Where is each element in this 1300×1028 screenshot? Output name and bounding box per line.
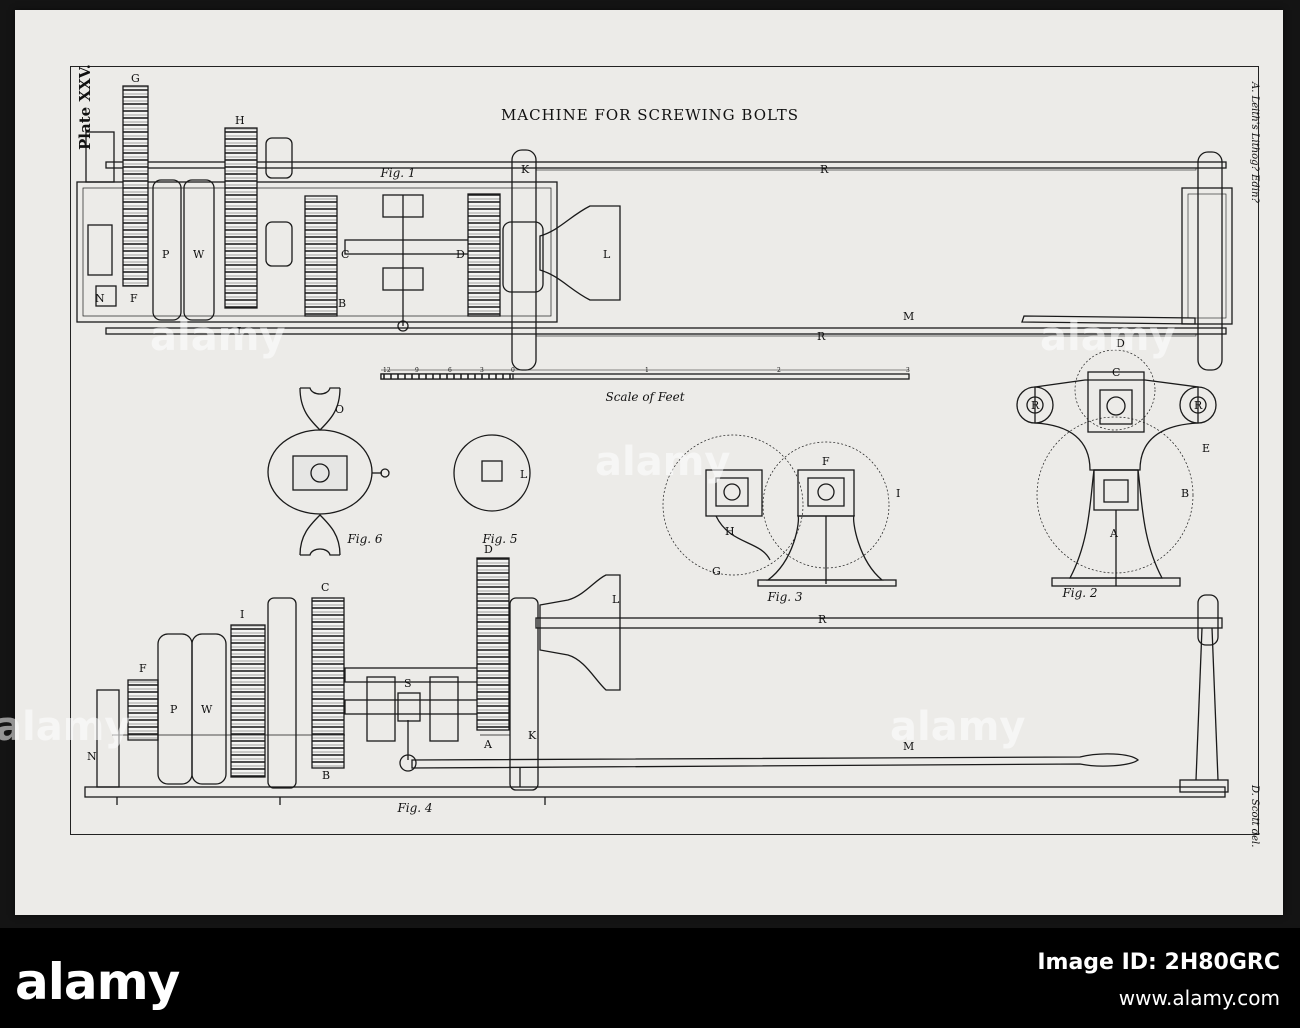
letter-a: A (483, 738, 493, 751)
site-url: www.alamy.com (1118, 986, 1280, 1010)
letter-w: W (193, 248, 205, 261)
letter-r: R (1194, 399, 1203, 412)
scale-tick-label: 9 (415, 367, 419, 374)
letter-r: R (820, 163, 829, 176)
letter-l: L (520, 468, 528, 481)
letter-h: H (235, 114, 245, 127)
letter-a: A (1109, 527, 1119, 540)
letter-f: F (130, 292, 138, 305)
scale-tick-label: 3 (906, 367, 910, 374)
letter-i: I (896, 487, 900, 500)
letter-p: P (162, 248, 170, 261)
letter-e: E (1202, 442, 1210, 455)
fig-2-drawing (1016, 349, 1217, 587)
letter-h: H (725, 525, 735, 538)
letter-f: F (139, 662, 147, 675)
letter-p: P (170, 703, 178, 716)
plate-number: Plate XXV. (76, 64, 94, 150)
letter-i: I (240, 608, 244, 621)
letter-c: C (341, 248, 349, 261)
footer-strip (0, 928, 1300, 1028)
plate-title: MACHINE FOR SCREWING BOLTS (501, 106, 799, 124)
plate-lettering: MACHINE FOR SCREWING BOLTS Plate XXV. A.… (76, 64, 1260, 847)
letter-d: D (1116, 337, 1125, 350)
fig-4-caption: Fig. 4 (396, 801, 432, 815)
fig-1-drawing (76, 85, 1233, 371)
letter-m: M (903, 310, 914, 323)
letter-l: L (603, 248, 611, 261)
fig-4-drawing (84, 557, 1229, 805)
scale-tick-label: 0 (511, 367, 515, 374)
fig-5-caption: Fig. 5 (481, 532, 517, 546)
letter-o: O (335, 403, 344, 416)
letter-d: D (456, 248, 465, 261)
scale-caption: Scale of Feet (605, 390, 684, 404)
alamy-logo: alamy (15, 953, 180, 1011)
fig-3-caption: Fig. 3 (766, 590, 802, 604)
fig-6-caption: Fig. 6 (346, 532, 382, 546)
letter-s: S (404, 677, 412, 690)
letter-d: D (484, 543, 493, 556)
watermark-text: alamy (150, 314, 285, 360)
lithographer-credit: A. Leith's Lithog? Edin? (1249, 81, 1260, 203)
part-letters: G H K R P W C D L N F B I M R D O L C R (87, 72, 1210, 782)
letter-f: F (822, 455, 830, 468)
watermark-text: alamy (0, 704, 130, 750)
letter-m: M (903, 740, 914, 753)
plate-border (70, 66, 1259, 835)
fig-5-drawing (453, 434, 531, 512)
letter-r: R (817, 330, 826, 343)
letter-g: G (712, 565, 721, 578)
scale-tick-label: 3 (480, 367, 484, 374)
scale-tick-label: 6 (448, 367, 452, 374)
letter-c: C (1112, 366, 1120, 379)
scale-tick-label: 12 (383, 367, 391, 374)
letter-r: R (818, 613, 827, 626)
letter-b: B (322, 769, 330, 782)
letter-n: N (95, 292, 105, 305)
letter-i: I (237, 325, 241, 338)
scale-of-feet (380, 369, 910, 380)
letter-k: K (528, 729, 537, 742)
watermark-text: alamy (890, 704, 1025, 750)
letter-w: W (201, 703, 213, 716)
fig-1-caption: Fig. 1 (379, 166, 415, 180)
fig-3-drawing (662, 434, 897, 587)
letter-g: G (131, 72, 140, 85)
fig-2-caption: Fig. 2 (1061, 586, 1097, 600)
letter-b: B (1181, 487, 1189, 500)
letter-b: B (338, 297, 346, 310)
letter-c: C (321, 581, 329, 594)
watermarks: alamy alamy alamy alamy alamy (0, 314, 1175, 750)
watermark-text: alamy (1040, 314, 1175, 360)
draughtsman-credit: D. Scott del. (1249, 784, 1260, 847)
letter-l: L (612, 593, 620, 606)
image-id: Image ID: 2H80GRC (1037, 950, 1280, 975)
scale-tick-label: 1 (645, 367, 649, 374)
letter-k: K (521, 163, 530, 176)
scale-tick-label: 2 (777, 367, 781, 374)
letter-r: R (1031, 399, 1040, 412)
fig-6-drawing (267, 387, 390, 556)
letter-n: N (87, 750, 97, 763)
watermark-text: alamy (595, 439, 730, 485)
